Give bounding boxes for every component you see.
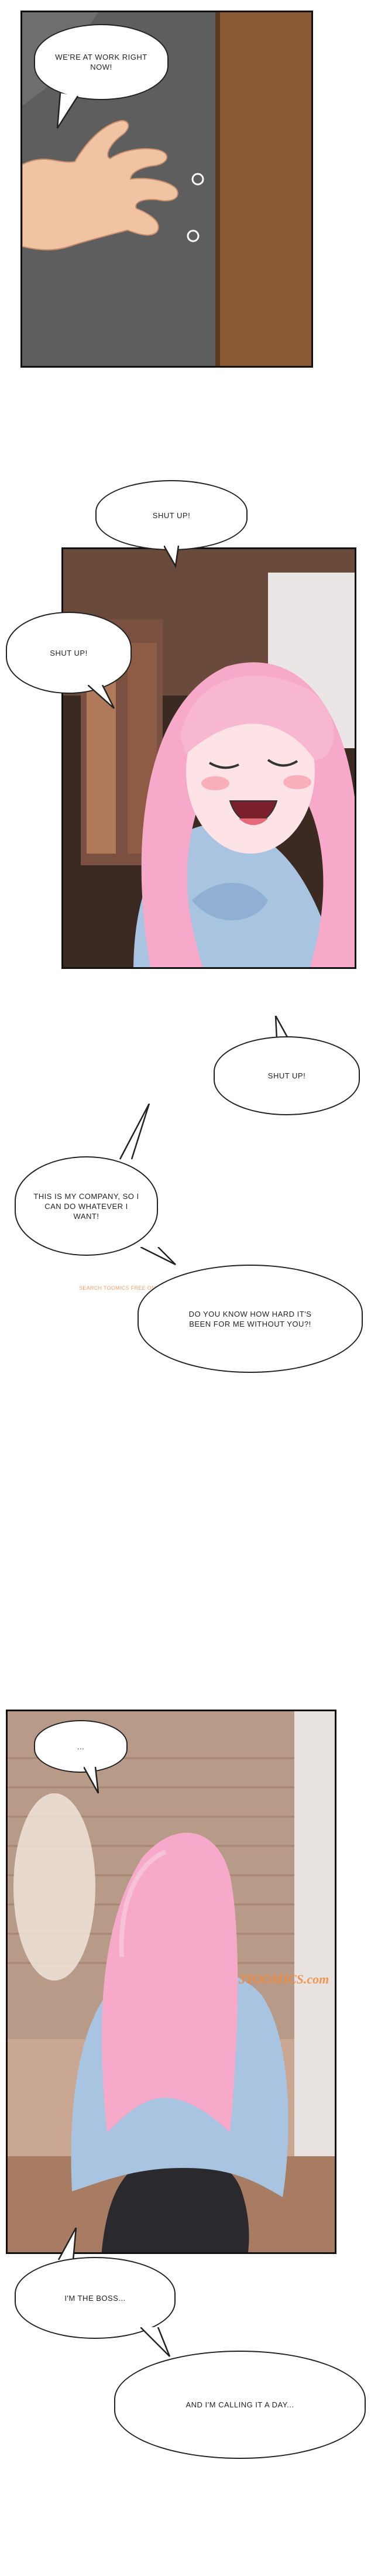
speech-text: AND I'M CALLING IT A DAY...	[186, 2400, 294, 2409]
speech-text: SHUT UP!	[152, 511, 191, 520]
woman-back-art	[8, 1711, 335, 2252]
bubble-tail	[164, 546, 180, 568]
bubble-tail	[119, 1104, 150, 1160]
speech-bubble-ellipsis: ...	[34, 1720, 128, 1773]
bubble-tail	[140, 2327, 171, 2357]
bubble-tail	[57, 2228, 77, 2260]
bubble-tail	[84, 1767, 99, 1794]
bubble-tail	[274, 1016, 290, 1040]
panel-door-hand: WE'RE AT WORK RIGHT NOW!	[20, 11, 313, 368]
speech-bubble-hard: DO YOU KNOW HOW HARD IT'S BEEN FOR ME WI…	[138, 1265, 363, 1373]
speech-text: SHUT UP!	[50, 648, 88, 657]
speech-bubble-shut-up: SHUT UP!	[214, 1036, 360, 1115]
speech-text: SHUT UP!	[267, 1071, 306, 1080]
angry-woman-art	[63, 549, 355, 967]
speech-bubble-company: THIS IS MY COMPANY, SO I CAN DO WHATEVER…	[15, 1156, 158, 1256]
speech-text: DO YOU KNOW HOW HARD IT'S BEEN FOR ME WI…	[188, 1309, 312, 1328]
speech-bubble-boss: I'M THE BOSS...	[15, 2257, 176, 2339]
bubble-tail	[88, 685, 115, 709]
bubble-tail	[140, 1247, 176, 1266]
speech-bubble: WE'RE AT WORK RIGHT NOW!	[34, 24, 169, 100]
speech-bubble-top: SHUT UP!	[95, 480, 248, 550]
door-hinge-icon	[187, 173, 204, 242]
bubble-tail	[56, 93, 79, 129]
panel-angry-woman	[61, 547, 356, 969]
hand-art	[22, 119, 178, 251]
speech-bubble-left: SHUT UP!	[6, 612, 132, 694]
speech-text: THIS IS MY COMPANY, SO I CAN DO WHATEVER…	[33, 1191, 139, 1221]
speech-text: ...	[77, 1742, 85, 1751]
site-logo: 3TOOMICS.com	[239, 1972, 329, 1986]
speech-text: I'M THE BOSS...	[64, 2293, 126, 2303]
speech-bubble-calling: AND I'M CALLING IT A DAY...	[114, 2351, 366, 2459]
speech-text: WE'RE AT WORK RIGHT NOW!	[55, 53, 147, 71]
panel-woman-back: ... 3TOOMICS.com	[6, 1710, 336, 2254]
